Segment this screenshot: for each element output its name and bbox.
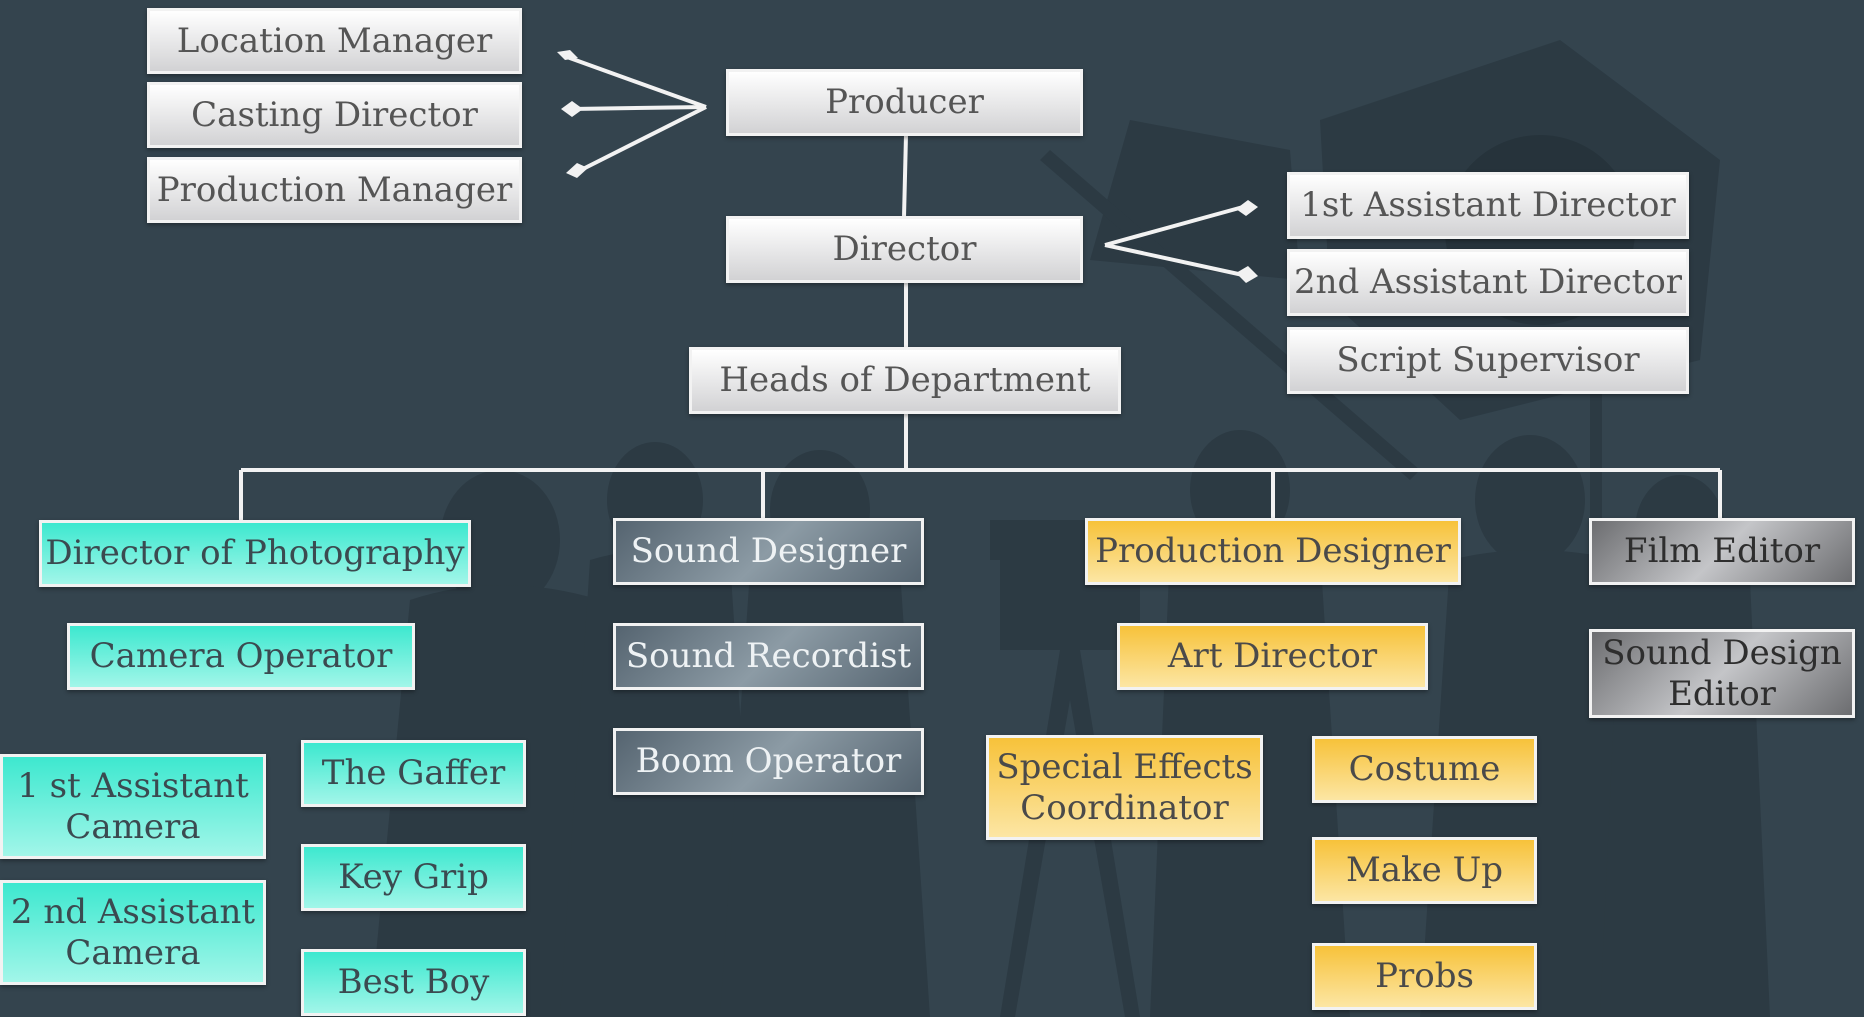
script-supervisor-box[interactable]: Script Supervisor [1287,327,1689,394]
arrowhead-location [557,50,578,60]
production-designer-box[interactable]: Production Designer [1085,518,1461,585]
connector-producer-production-manager [576,105,707,174]
production-manager-box[interactable]: Production Manager [147,157,522,223]
probs-box[interactable]: Probs [1312,943,1537,1010]
costume-box[interactable]: Costume [1312,736,1537,803]
special-effects-coordinator-box[interactable]: Special Effects Coordinator [986,735,1263,840]
second-assistant-director-box[interactable]: 2nd Assistant Director [1287,249,1689,316]
art-director-box[interactable]: Art Director [1117,623,1428,690]
film-editor-box[interactable]: Film Editor [1589,518,1855,585]
arrowhead-first-ad [1236,200,1258,216]
gaffer-box[interactable]: The Gaffer [301,740,526,807]
first-assistant-camera-box[interactable]: 1 st Assistant Camera [0,754,266,859]
first-assistant-director-box[interactable]: 1st Assistant Director [1287,172,1689,239]
arrowhead-production-manager [566,163,588,178]
sound-recordist-box[interactable]: Sound Recordist [613,623,924,690]
connector-director-second-ad [1104,243,1244,277]
arrowhead-second-ad [1236,266,1258,283]
make-up-box[interactable]: Make Up [1312,837,1537,904]
director-box[interactable]: Director [726,216,1083,283]
connector-producer-location [566,55,707,109]
producer-box[interactable]: Producer [726,69,1083,136]
connector-producer-casting [570,105,707,111]
key-grip-box[interactable]: Key Grip [301,844,526,911]
boom-operator-box[interactable]: Boom Operator [613,728,924,795]
heads-of-department-box[interactable]: Heads of Department [689,347,1121,414]
sound-design-editor-box[interactable]: Sound Design Editor [1589,629,1855,718]
connector-producer-director [902,134,908,218]
location-manager-box[interactable]: Location Manager [147,8,522,74]
arrowhead-casting [561,101,583,117]
connector-director-first-ad [1104,205,1244,247]
sound-designer-box[interactable]: Sound Designer [613,518,924,585]
second-assistant-camera-box[interactable]: 2 nd Assistant Camera [0,880,266,985]
director-of-photography-box[interactable]: Director of Photography [39,520,471,587]
camera-operator-box[interactable]: Camera Operator [67,623,415,690]
best-boy-box[interactable]: Best Boy [301,949,526,1016]
casting-director-box[interactable]: Casting Director [147,82,522,148]
